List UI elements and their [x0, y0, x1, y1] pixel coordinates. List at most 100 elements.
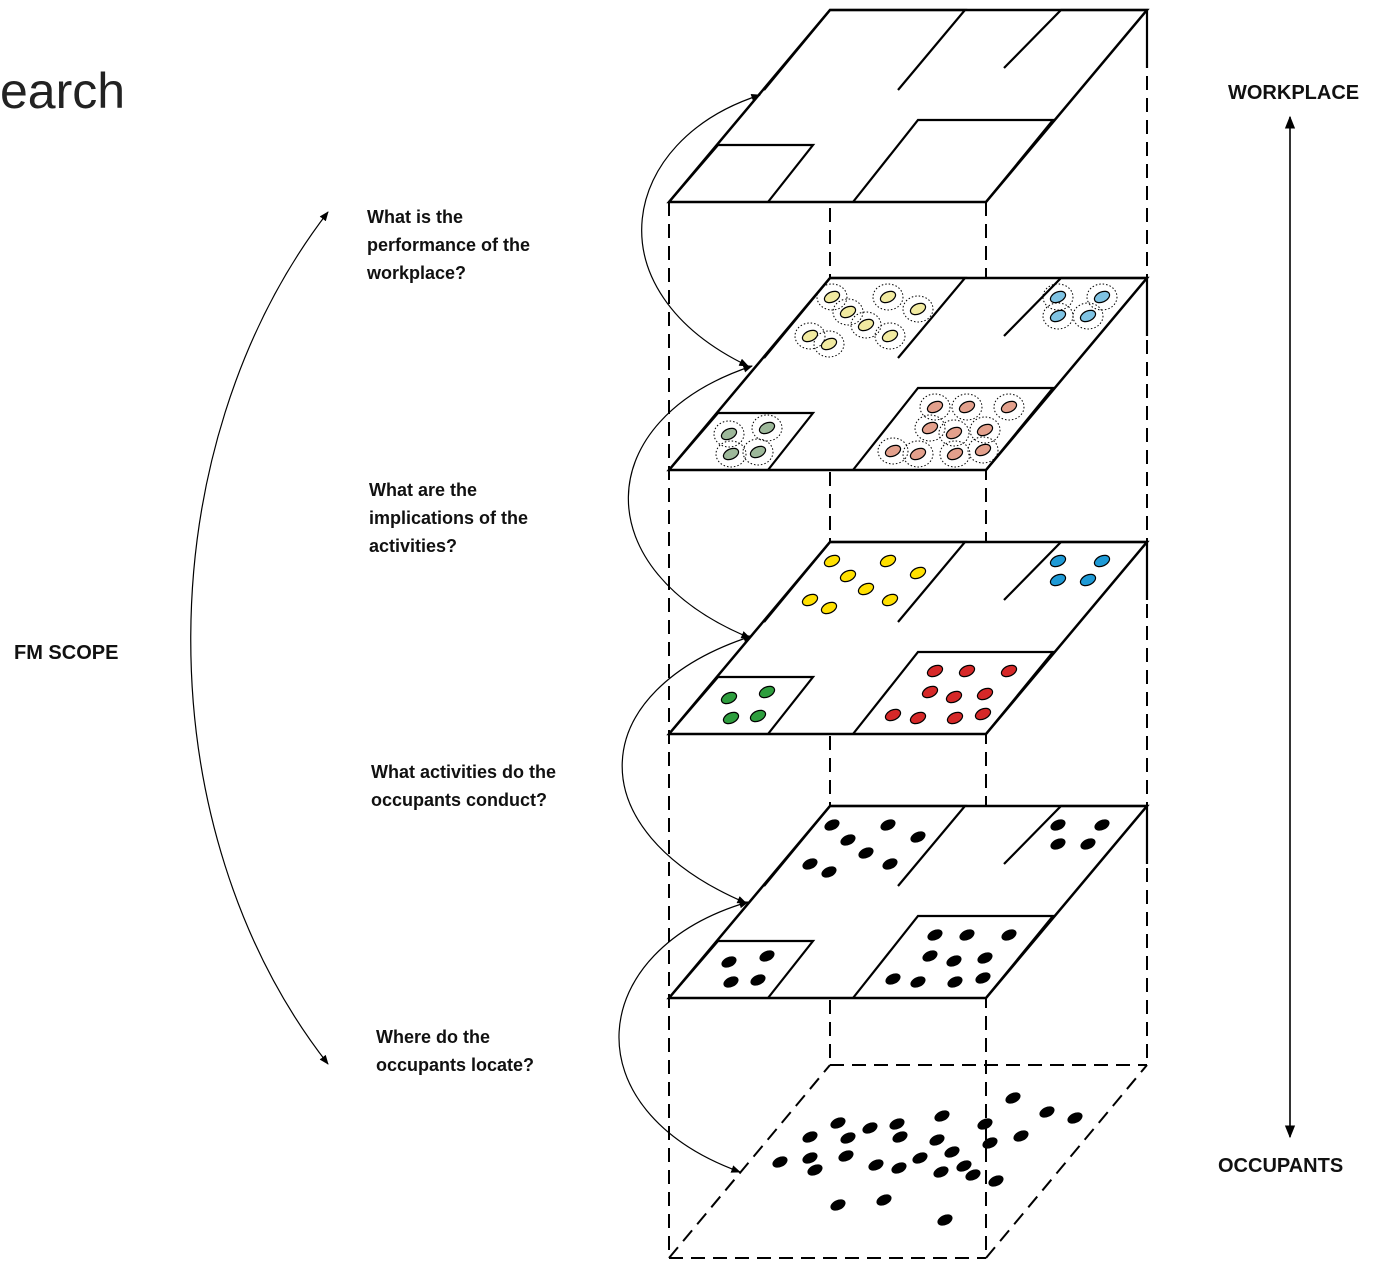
- layers-group: [666, 8, 1150, 1226]
- occupant-dot: [1093, 554, 1111, 568]
- workplace-label: WORKPLACE: [1228, 82, 1359, 104]
- arrow-locations-to-occupants: [618, 900, 749, 1173]
- occupant-dot: [881, 593, 899, 607]
- question-line: What are the: [369, 480, 477, 500]
- floor-plate: [666, 804, 1150, 1000]
- dot-halo: [816, 283, 848, 311]
- occupant-dot: [958, 664, 976, 678]
- occupant-dot: [1079, 309, 1097, 323]
- occupant-dot: [1080, 838, 1096, 850]
- arrow-activities-to-performance: [627, 365, 753, 639]
- layer-performance: [666, 276, 1150, 472]
- occupant-dot: [927, 929, 943, 941]
- occupant-dot: [891, 1162, 907, 1174]
- occupant-dot: [1039, 1106, 1055, 1118]
- occupant-dot: [876, 1194, 892, 1206]
- occupant-dot: [884, 444, 902, 458]
- question-performance: What is the performance of the workplace…: [366, 207, 530, 283]
- room-top-right: [1003, 540, 1149, 601]
- slide-title: earch: [0, 63, 125, 119]
- question-locations: Where do the occupants locate?: [376, 1027, 534, 1075]
- room-bottom-left: [668, 675, 816, 735]
- room-top-left: [763, 276, 968, 359]
- occupant-dot: [1094, 819, 1110, 831]
- occupant-dot: [988, 1175, 1004, 1187]
- occupant-dot: [975, 972, 991, 984]
- room-top-left: [763, 540, 968, 623]
- room-top-left: [763, 804, 968, 887]
- occupant-dot: [926, 400, 944, 414]
- occupant-dot: [944, 1146, 960, 1158]
- occupant-dot: [1001, 929, 1017, 941]
- occupant-dot: [965, 1169, 981, 1181]
- question-line: What is the: [367, 207, 463, 227]
- dot-halo: [939, 440, 971, 468]
- dot-halo: [794, 322, 826, 350]
- occupant-dot: [947, 976, 963, 988]
- dot-halo: [874, 322, 906, 350]
- layer-arrows: [618, 93, 761, 1173]
- question-line: activities?: [369, 536, 457, 556]
- room-bottom-left: [668, 939, 816, 999]
- occupant-dot: [802, 1131, 818, 1143]
- occupant-dot: [722, 447, 740, 461]
- occupant-dot: [1049, 573, 1067, 587]
- occupant-dot: [889, 1118, 905, 1130]
- occupant-dot: [910, 831, 926, 843]
- room-top-right: [1003, 8, 1149, 69]
- occupant-dot: [912, 1152, 928, 1164]
- dot-halo: [813, 330, 845, 358]
- occupant-dot: [830, 1117, 846, 1129]
- occupant-dot: [881, 329, 899, 343]
- occupant-dot: [1005, 1092, 1021, 1104]
- occupant-dot: [750, 974, 766, 986]
- layer-occupant-locations: [772, 1092, 1083, 1226]
- occupant-dot: [976, 423, 994, 437]
- occupant-dot: [772, 1156, 788, 1168]
- occupant-dot: [879, 290, 897, 304]
- occupant-dot: [946, 447, 964, 461]
- occupant-dot: [926, 664, 944, 678]
- occupant-dot: [1079, 573, 1097, 587]
- dot-halo: [1086, 283, 1118, 311]
- occupant-dot: [921, 421, 939, 435]
- occupant-dot: [879, 554, 897, 568]
- occupant-dot: [909, 302, 927, 316]
- occupant-dot: [758, 685, 776, 699]
- dot-halo: [967, 436, 999, 464]
- occupant-dot: [956, 1160, 972, 1172]
- occupant-dot: [801, 593, 819, 607]
- occupant-dot: [801, 329, 819, 343]
- occupant-dot: [720, 691, 738, 705]
- dot-halo: [938, 419, 970, 447]
- dot-halo: [832, 298, 864, 326]
- occupant-dot: [892, 1131, 908, 1143]
- occupant-dot: [982, 1137, 998, 1149]
- dot-halo: [1042, 302, 1074, 330]
- occupant-dot: [821, 866, 837, 878]
- room-bottom-left: [668, 411, 816, 471]
- occupant-dot: [909, 566, 927, 580]
- occupant-dot: [974, 443, 992, 457]
- occupant-dot: [880, 819, 896, 831]
- fm-scope-label: FM SCOPE: [14, 642, 118, 664]
- occupant-dot: [1013, 1130, 1029, 1142]
- room-bottom-right: [852, 118, 1056, 203]
- dot-halo: [919, 393, 951, 421]
- occupant-dot: [959, 929, 975, 941]
- arrow-performance-to-workplace: [641, 93, 761, 367]
- occupant-dot: [858, 847, 874, 859]
- dot-halo: [751, 414, 783, 442]
- occupant-dot: [1067, 1112, 1083, 1124]
- occupant-dot: [929, 1134, 945, 1146]
- question-line: What activities do the: [371, 762, 556, 782]
- occupant-dot: [1000, 664, 1018, 678]
- occupant-dot: [824, 819, 840, 831]
- room-bottom-left: [668, 143, 816, 203]
- room-bottom-right: [852, 650, 1056, 735]
- occupant-dot: [862, 1122, 878, 1134]
- dot-halo: [1042, 283, 1074, 311]
- dot-halo: [993, 393, 1025, 421]
- occupant-dot: [720, 427, 738, 441]
